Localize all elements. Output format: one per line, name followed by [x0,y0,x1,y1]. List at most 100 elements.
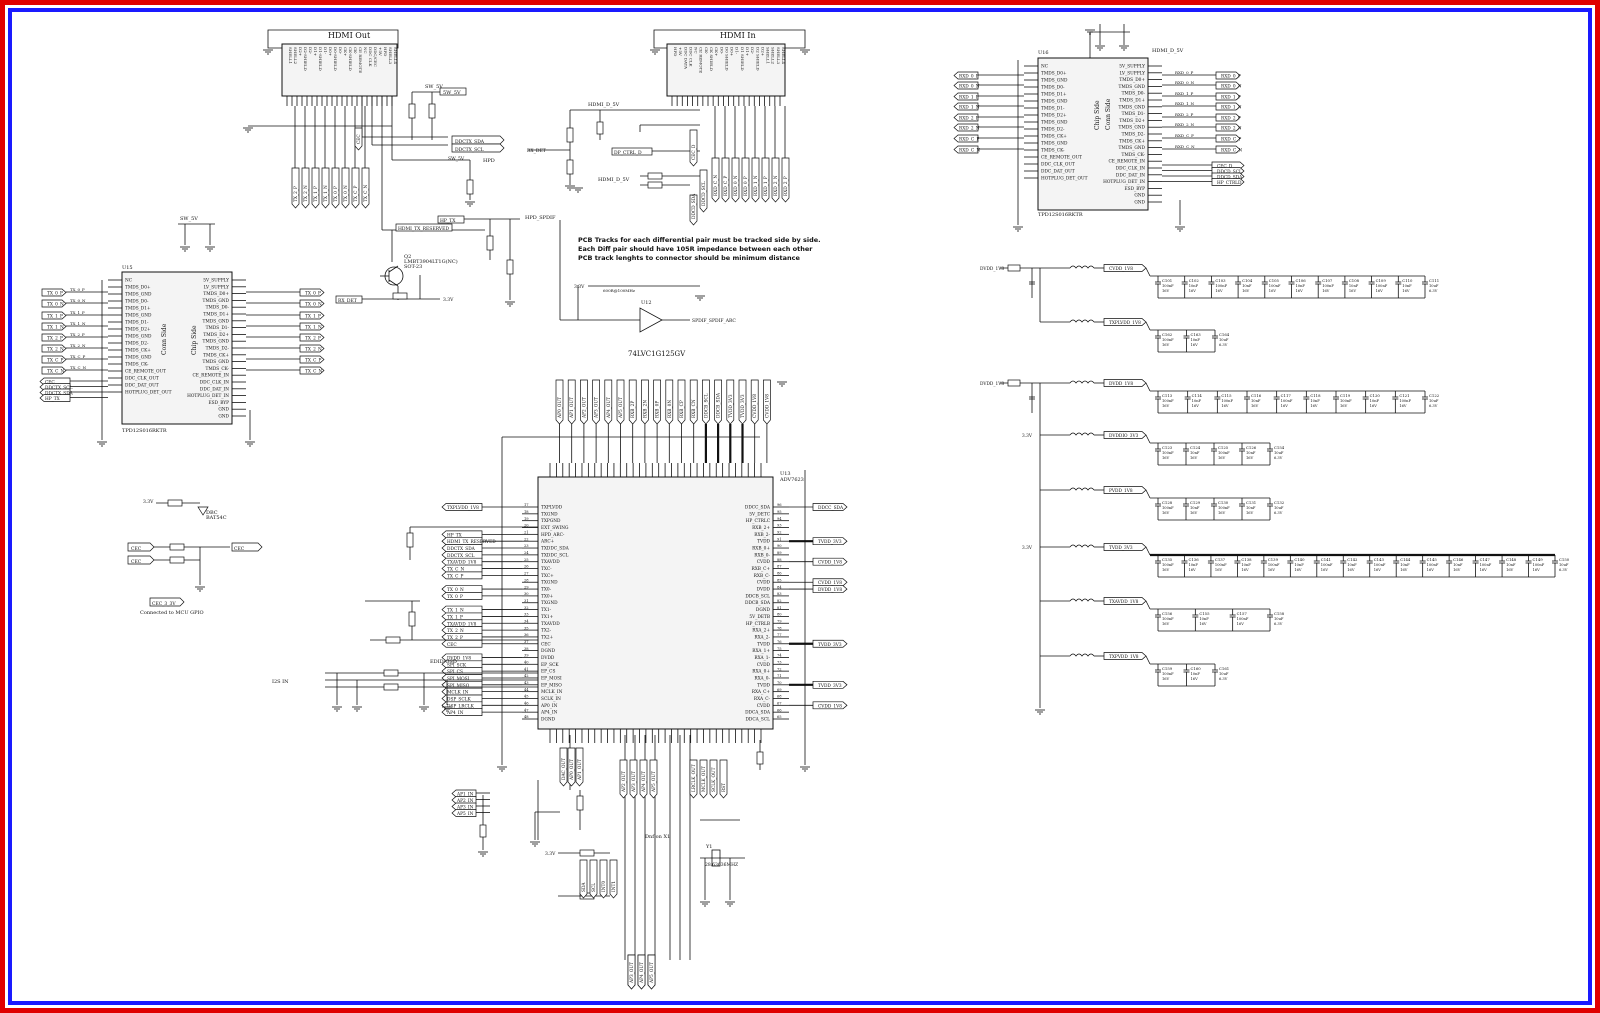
cap-value: 10nF [1400,563,1410,567]
net-label: INT1 [612,881,617,892]
net-label: TVDD_3V3 [818,684,842,689]
chip-pin-label: TMDS_CK+ [203,353,229,358]
net-label: TXAVDD_1V8 [447,561,477,566]
cap-voltage: 6.3V [1559,568,1568,572]
u13-pin-label: TXDDC_SDA [541,547,570,552]
cap-voltage: 16V [1349,289,1357,293]
net-flag [741,157,750,203]
net-label: TX_0_P [334,186,339,202]
net-label: RXD_C_N [959,149,980,154]
u13-pin-label: RXB_C- [754,574,771,579]
connector-pin-label: SHELL4 [781,47,786,64]
connector-pin-label: D0- [338,47,343,55]
connector-pin-label: D0-SHIELD [333,47,338,71]
chip-pin-label: DDC_CLK_OUT [1041,163,1075,168]
u13-pin-label: TX2- [541,629,552,634]
net-label: HP_TX [447,533,463,538]
svg-text:Q2: Q2 [404,254,411,260]
net-flag [953,113,979,122]
net-label: TX_C_P [47,359,64,364]
cap-voltage: 16V [1191,343,1199,347]
cap-value: 10nF [1349,284,1359,288]
net-label: DVDD_1V8 [1109,382,1133,387]
cap-ref: C115 [1221,393,1232,398]
net-flag [559,747,568,787]
u13-pin-label: RXA_C+ [752,690,771,695]
cap-voltage: 16V [1242,289,1250,293]
u13-pin-number: 46 [524,702,529,706]
u13-pin-number: 37 [524,640,529,644]
svg-text:RX_DET: RX_DET [338,298,357,304]
svg-text:Connected to MCU GPIO: Connected to MCU GPIO [140,610,204,616]
u13-pin-label: EP_SCK [541,663,559,668]
net-flag [699,169,708,213]
ground-symbols [97,29,1185,907]
chip-pin-label: GND [218,408,229,413]
u13-pin-number: 22 [524,537,529,541]
net-label: AP3_OUT [630,962,635,984]
net-label: CEC [447,643,457,648]
cap-voltage: 16V [1162,622,1170,626]
u13-pin-label: DGND [756,608,771,613]
net-flag [580,379,588,425]
cap-ref: C145 [1427,557,1438,562]
net-flag [627,954,636,990]
chip-pin-label: TMDS_GND [125,293,152,298]
rail-wire [1145,489,1151,499]
net-flag [441,585,483,593]
net-label: DSP_SCLK [447,697,472,702]
net-label: AP3_IN [456,806,474,811]
cap-value: 100nF [1162,506,1174,510]
net-flag [1215,81,1241,90]
net-label: RXB_0N [668,400,673,418]
net-label: DAC_OUT [562,758,567,780]
chip-pin-label: CE_REMOTE_OUT [125,370,166,375]
net-label: CVDD_1V8 [818,704,842,709]
cap-voltage: 16V [1162,289,1170,293]
u13-pin-label: TXGND [541,512,558,517]
cap-value: 100nF [1237,617,1249,621]
chip-pin-label: TMDS_D2- [1122,133,1146,138]
connector-pin-label: CE REMOTE [699,47,704,73]
net-label: CEC [357,134,362,144]
cap-value: 100nF [1533,563,1545,567]
u13-pin-label: DDCC_SDA [745,506,771,511]
net-label: RXD_2_N [1175,122,1195,127]
cap-value: 10uF [1274,451,1284,455]
svg-text:SPDIF_SPDIF_ARC: SPDIF_SPDIF_ARC [692,318,736,324]
u13-pin-number: 81 [777,606,782,610]
net-flag [351,167,360,209]
net-flag [321,167,330,209]
cap-voltage: 16V [1215,289,1223,293]
net-flag [41,344,67,353]
chip-pin-label: TMDS_GND [203,360,230,365]
chip-pin-label: ESD_BYP [1125,187,1146,192]
cap-voltage: 16V [1221,404,1229,408]
chip-pin-label: TMDS_D1- [1041,107,1065,112]
cap-ref: C118 [1310,393,1321,398]
net-label: DDCD_SDA [692,193,697,219]
net-label: DDCB_SCL [704,393,709,418]
rail-wire [1145,655,1151,665]
rail-wire [1145,321,1151,331]
net-label: AP4_OUT [607,397,612,419]
cap-ref: C159 [1162,666,1173,671]
net-flag [812,578,848,587]
net-flag [689,194,698,226]
net-flag [441,530,483,539]
cap-value: 10uF [1559,563,1569,567]
connector-pin-label: NC [363,47,368,54]
connector-pin-label: SHELL2 [293,47,298,64]
net-label: AP4_OUT [640,962,645,984]
net-label: TX_0_P [70,287,85,292]
note-line-2: Each Diff pair should have 105R impedanc… [578,245,813,253]
net-flag [331,167,340,209]
u13-pin-label: RXA_0+ [752,670,770,675]
connector-pin-label: D0- [719,47,724,55]
net-label: RXD_C_P [1221,138,1241,143]
net-flag [291,167,300,209]
net-flag [709,759,718,799]
